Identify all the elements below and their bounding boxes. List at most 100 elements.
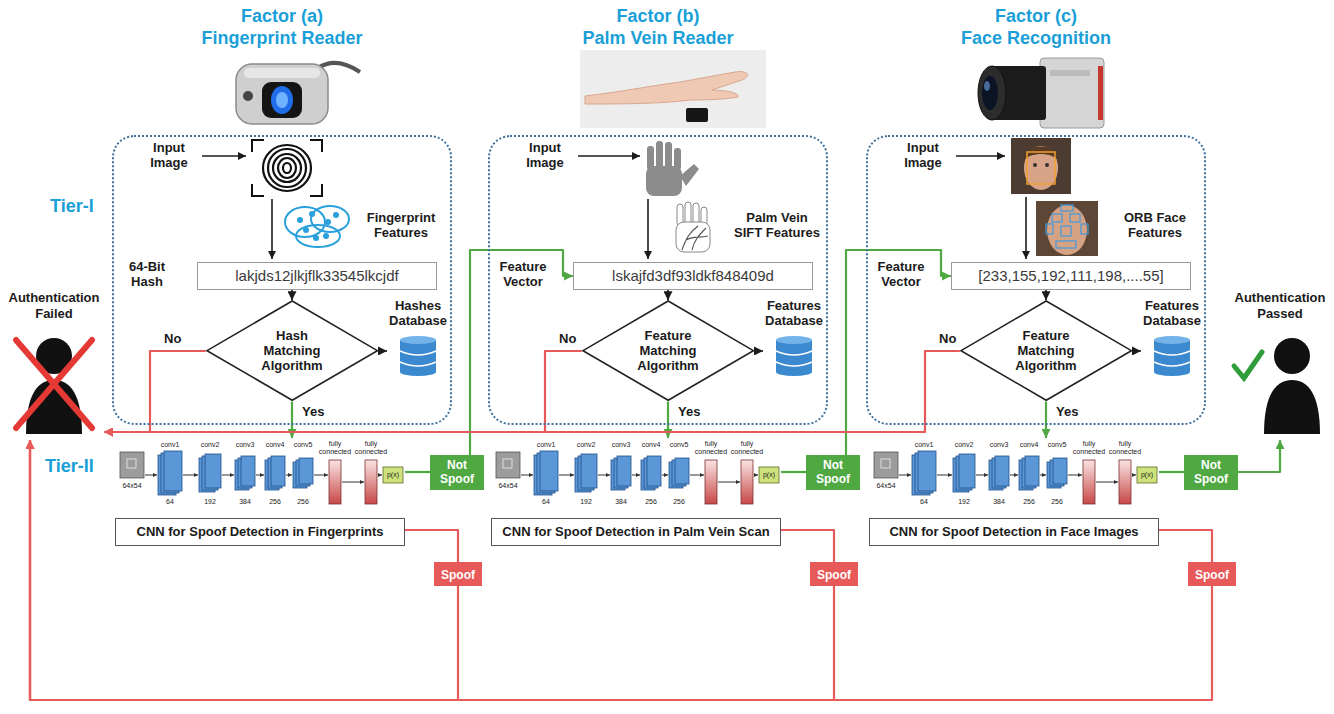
face-image (1027, 152, 1055, 184)
cnn-layer-label: 256 (1046, 498, 1068, 506)
cnn-layer-label: conv1 (911, 441, 937, 449)
fingerprint-image (252, 140, 322, 196)
database-node: Hashes Database (387, 298, 449, 378)
step-label: Input Image (140, 140, 198, 170)
cnn-layer-label: 384 (988, 498, 1010, 506)
connector (781, 530, 834, 562)
cnn-layer-label: conv5 (1044, 441, 1070, 449)
fingerprint-image (278, 158, 296, 178)
factor-panel: Factor (a)Fingerprint Readerlakjds12jlkj… (112, 135, 452, 425)
step-label: ORB Face Features (1109, 210, 1201, 240)
node-text: [233,155,192,111,198,....55] (964, 267, 1178, 285)
face-image (1011, 138, 1071, 194)
outcome-node: Authentication Failed (4, 290, 104, 440)
face-keypoints (1046, 205, 1088, 248)
fingerprint-features (313, 235, 319, 241)
fingerprint-features (297, 217, 303, 223)
cnn-layer-label: 384 (234, 498, 256, 506)
palm-image (665, 142, 672, 169)
connector (104, 351, 206, 432)
face-keypoints (1036, 201, 1098, 256)
connector (1045, 290, 1047, 300)
connector (754, 350, 763, 352)
palm-image (647, 146, 654, 170)
node-text: Features Database (763, 298, 825, 328)
camera-photo (1040, 58, 1104, 128)
palm-vein-reader-photo (686, 108, 708, 122)
connector (1159, 471, 1184, 473)
connector (378, 350, 387, 352)
cnn-layer-label: 256 (292, 498, 314, 506)
node-text: lskajfd3df93ldkf848409d (586, 267, 800, 285)
fingerprint-image (283, 163, 291, 173)
face-image (1024, 146, 1058, 190)
camera-photo (978, 58, 1104, 128)
not-spoof-box: Not Spoof (1184, 455, 1238, 490)
cnn-layer-label: conv2 (573, 441, 599, 449)
palm-image (680, 164, 699, 186)
spoof-box: Spoof (434, 562, 482, 586)
node-text: CNN for Spoof Detection in Fingerprints (115, 518, 405, 546)
tier-label: Tier-II (45, 456, 111, 476)
fingerprint-image (252, 140, 322, 196)
connector (30, 440, 834, 700)
face-image (1011, 138, 1071, 194)
face-keypoints (1061, 205, 1073, 211)
node-text: CNN for Spoof Detection in Palm Vein Sca… (491, 518, 781, 546)
connector (1159, 530, 1212, 562)
fingerprint-reader-photo (262, 82, 302, 118)
edge-label: No (162, 331, 183, 346)
fingerprint-reader-photo (243, 91, 253, 101)
decision-diamond: Hash Matching Algorithm (206, 300, 378, 401)
palm-image (674, 148, 681, 170)
cnn-illustration (496, 451, 779, 504)
palm-image (656, 141, 663, 169)
decision-diamond: Feature Matching Algorithm (960, 300, 1132, 401)
connector (1238, 440, 1280, 472)
diamond-outline (207, 301, 377, 400)
fingerprint-reader-photo (271, 86, 293, 114)
database-icon (400, 336, 436, 376)
step-label: Feature Vector (492, 259, 554, 289)
node-text: Feature Matching Algorithm (1005, 328, 1087, 373)
cnn-layer-label: 192 (575, 498, 597, 506)
face-image (1024, 147, 1058, 161)
face-image (1033, 163, 1037, 167)
flow-arrow (202, 156, 1026, 259)
cnn-layer-label: fully connected (1071, 440, 1107, 456)
fingerprint-reader-photo (244, 68, 320, 78)
flow-arrow (1025, 197, 1027, 259)
step-label: Fingerprint Features (355, 210, 447, 240)
edge-label: Yes (1054, 404, 1080, 419)
cnn-layer-label: conv3 (608, 441, 634, 449)
cnn-layer-label: 64x54 (493, 482, 523, 490)
cnn-layer-label: 256 (668, 498, 690, 506)
panel-heading: Factor (c) (868, 6, 1204, 26)
fingerprint-features (285, 207, 325, 237)
node-text: Not Spoof (813, 458, 853, 486)
panel-heading: Face Recognition (868, 28, 1204, 48)
cnn-layer-label: fully connected (1107, 440, 1143, 456)
fingerprint-image (268, 149, 306, 187)
cnn-layer-label: conv3 (232, 441, 258, 449)
fingerprint-features (285, 206, 349, 247)
cnn-layer-label: 64 (535, 498, 557, 506)
cnn-layer-label: 192 (953, 498, 975, 506)
edge-label: No (557, 331, 578, 346)
fingerprint-reader-photo (236, 64, 328, 124)
panel-heading: Palm Vein Reader (490, 28, 826, 48)
tier-label: Tier-I (50, 196, 120, 216)
node-text: Hash Matching Algorithm (251, 328, 333, 373)
edge-label: Yes (676, 404, 702, 419)
cnn-layer-label: fully connected (353, 440, 389, 456)
face-keypoints (1061, 226, 1071, 236)
fingerprint-image (263, 145, 311, 191)
face-keypoints (1081, 224, 1088, 234)
cnn-layer-label: 64 (913, 498, 935, 506)
cnn-layer-label: conv4 (638, 441, 664, 449)
cnn-layer-label: 256 (264, 498, 286, 506)
connector (405, 471, 430, 473)
cnn-layer-label: conv5 (666, 441, 692, 449)
camera-photo (978, 66, 1006, 120)
